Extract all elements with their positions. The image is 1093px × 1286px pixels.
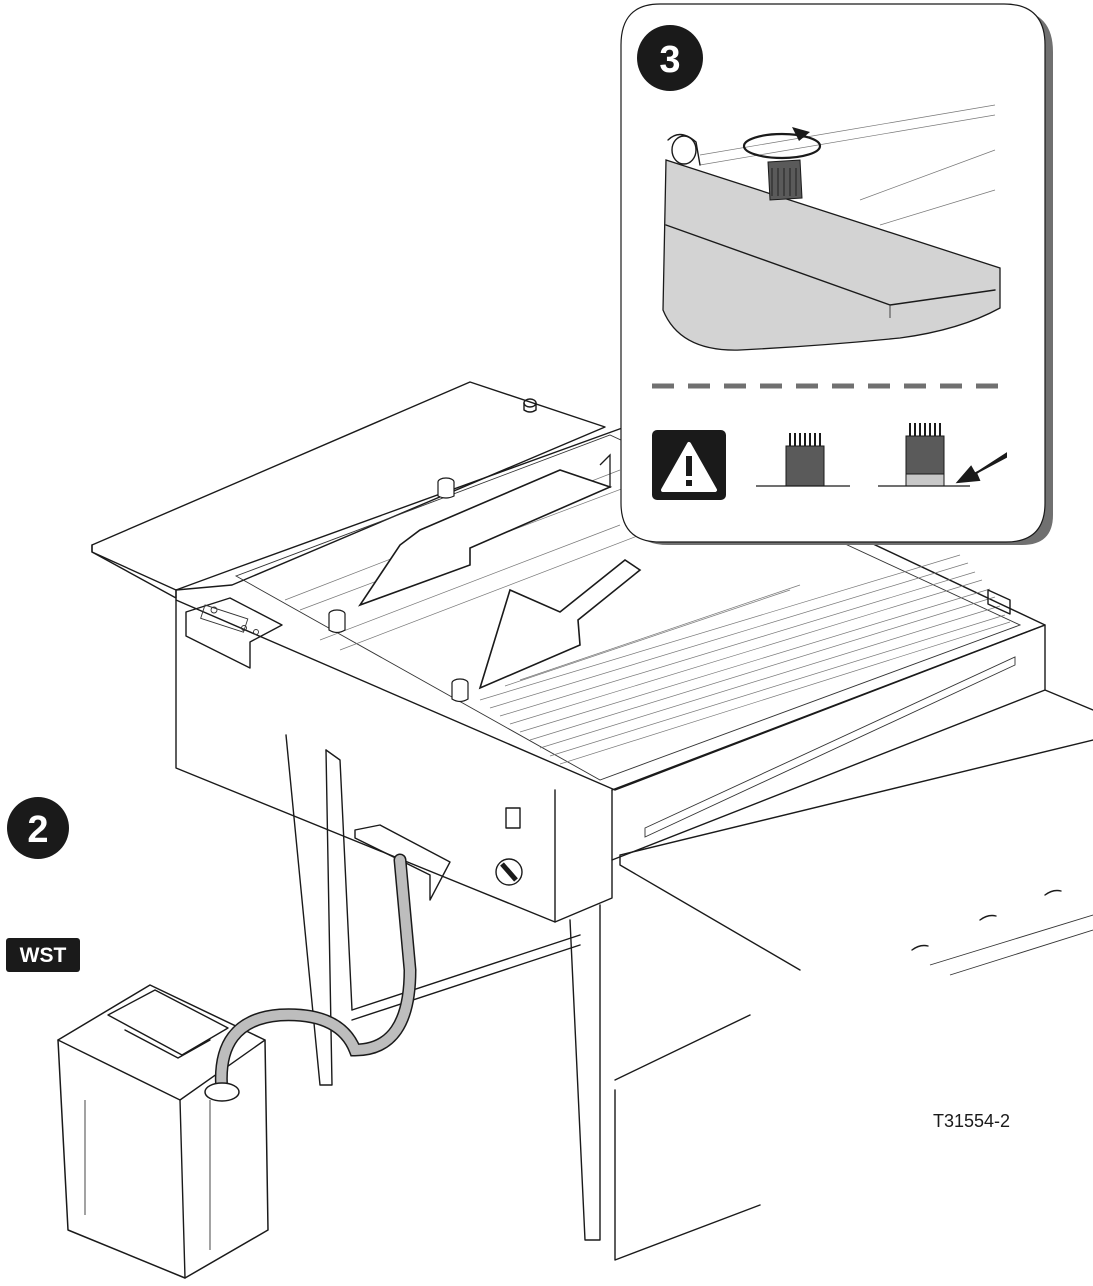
step-3-badge [637,25,703,91]
canister-opening [204,1082,240,1102]
crossbar [351,934,581,1011]
waste-canister [57,984,269,1279]
knob-1 [328,609,346,634]
brush-new-icon [756,433,850,487]
delivery-table [619,739,1093,971]
arrow-2-icon [478,559,642,690]
knob-3 [437,477,455,499]
leg-right [569,904,601,1241]
main-switch [495,807,523,886]
pointer-arrow-icon [955,452,1007,484]
control-panel [185,597,283,669]
machine-drawing [91,381,1093,1261]
detail-roller-icon [667,133,701,166]
wst-text: WST [20,944,67,967]
detail-panel: 3 [620,3,1053,545]
side-panel [611,624,1046,861]
drip-tray [354,824,451,901]
side-switch [987,589,1011,615]
brush-worn-icon [878,423,1007,487]
figure-reference: T31554-2 [933,1111,1010,1131]
step-2-badge: 2 [7,797,69,859]
detail-cover [662,159,1001,351]
step-3-number: 3 [659,39,680,81]
wst-label: WST [6,938,80,972]
knob-2 [451,678,469,703]
rollers [284,469,1011,765]
step-2-number: 2 [27,809,48,851]
warning-triangle-icon [652,430,726,500]
leg-left [285,734,333,1086]
arrow-1-icon [357,469,613,607]
machine-window [234,434,1022,781]
detail-brush [767,159,803,201]
slot [644,656,1016,838]
rotate-arrow-icon [742,127,822,160]
